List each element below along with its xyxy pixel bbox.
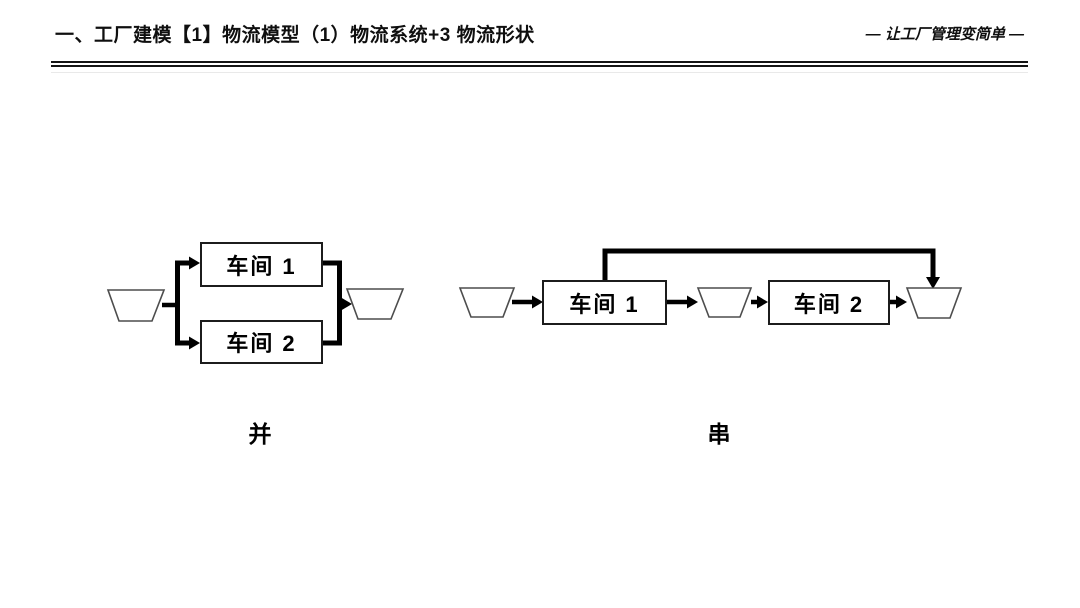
serial-bypass-line: [602, 248, 936, 280]
parallel-buffer-shapes: [106, 288, 405, 322]
serial-workshop2-label: 车间 2: [793, 291, 865, 317]
serial-arrow3-head-icon: [757, 295, 768, 309]
parallel-branch-line: [175, 260, 190, 346]
arrow-into-workshop2-icon: [189, 336, 200, 350]
serial-buffer3-trapezoid-icon: [905, 287, 963, 319]
header-tagline: — 让工厂管理变简单 —: [865, 26, 1024, 43]
serial-arrow4-head-icon: [896, 295, 907, 309]
serial-buffer1-trapezoid-icon: [458, 287, 516, 318]
parallel-workshop1-label: 车间 1: [226, 253, 297, 279]
serial-caption: 串: [707, 421, 731, 447]
parallel-flow-diagram: [162, 256, 352, 350]
serial-buffer-shapes: [458, 287, 963, 319]
output-buffer-trapezoid-icon: [345, 288, 405, 320]
faint-rule: [51, 72, 1028, 73]
page-title: 一、工厂建模【1】物流模型（1）物流系统+3 物流形状: [55, 25, 535, 46]
parallel-merge-line: [322, 260, 342, 346]
serial-bypass-arrow-head-icon: [926, 277, 940, 289]
serial-arrow1-head-icon: [532, 295, 543, 309]
serial-flow-diagram: [512, 248, 940, 309]
serial-workshop1-label: 车间 1: [569, 291, 640, 317]
parallel-workshop2-label: 车间 2: [226, 331, 297, 356]
input-buffer-trapezoid-icon: [106, 289, 166, 322]
arrow-into-workshop1-icon: [189, 256, 200, 270]
parallel-workshop1-box: 车间 1: [200, 242, 323, 287]
serial-arrow2-head-icon: [687, 295, 698, 309]
arrow-into-output-buffer-icon: [341, 297, 352, 311]
serial-buffer2-trapezoid-icon: [696, 287, 753, 318]
serial-workshop1-box: 车间 1: [542, 280, 667, 325]
parallel-caption: 并: [248, 421, 272, 447]
serial-workshop2-box: 车间 2: [768, 280, 890, 325]
double-rule-divider: [51, 61, 1028, 67]
parallel-workshop2-box: 车间 2: [200, 320, 323, 364]
